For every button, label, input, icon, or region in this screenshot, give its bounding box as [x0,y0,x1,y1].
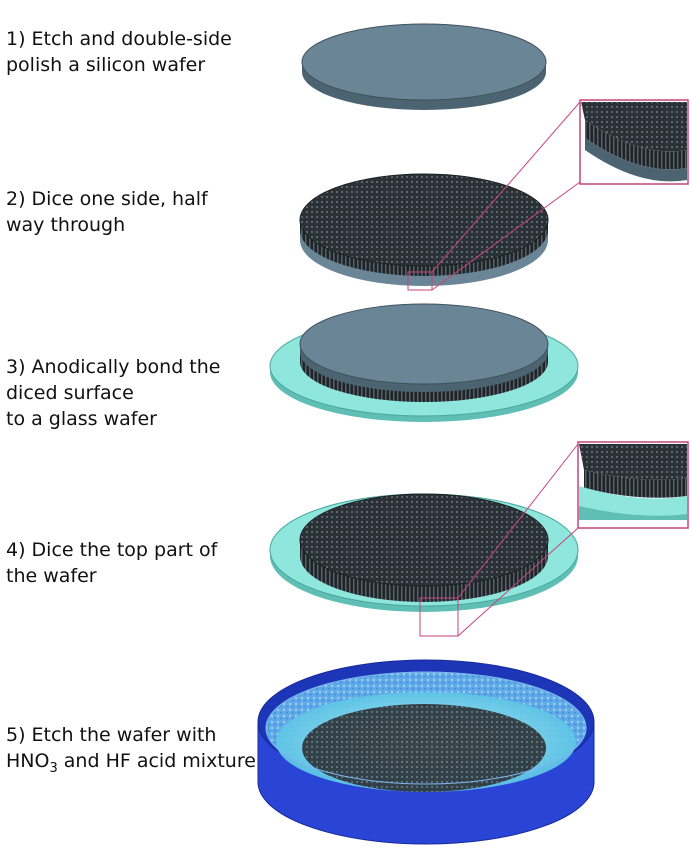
step-4-diced-top-wafer [270,494,578,636]
step-1-silicon-wafer [302,24,546,110]
step-5-acid-bath [258,660,594,844]
step-3-bonded-wafer [270,304,578,422]
